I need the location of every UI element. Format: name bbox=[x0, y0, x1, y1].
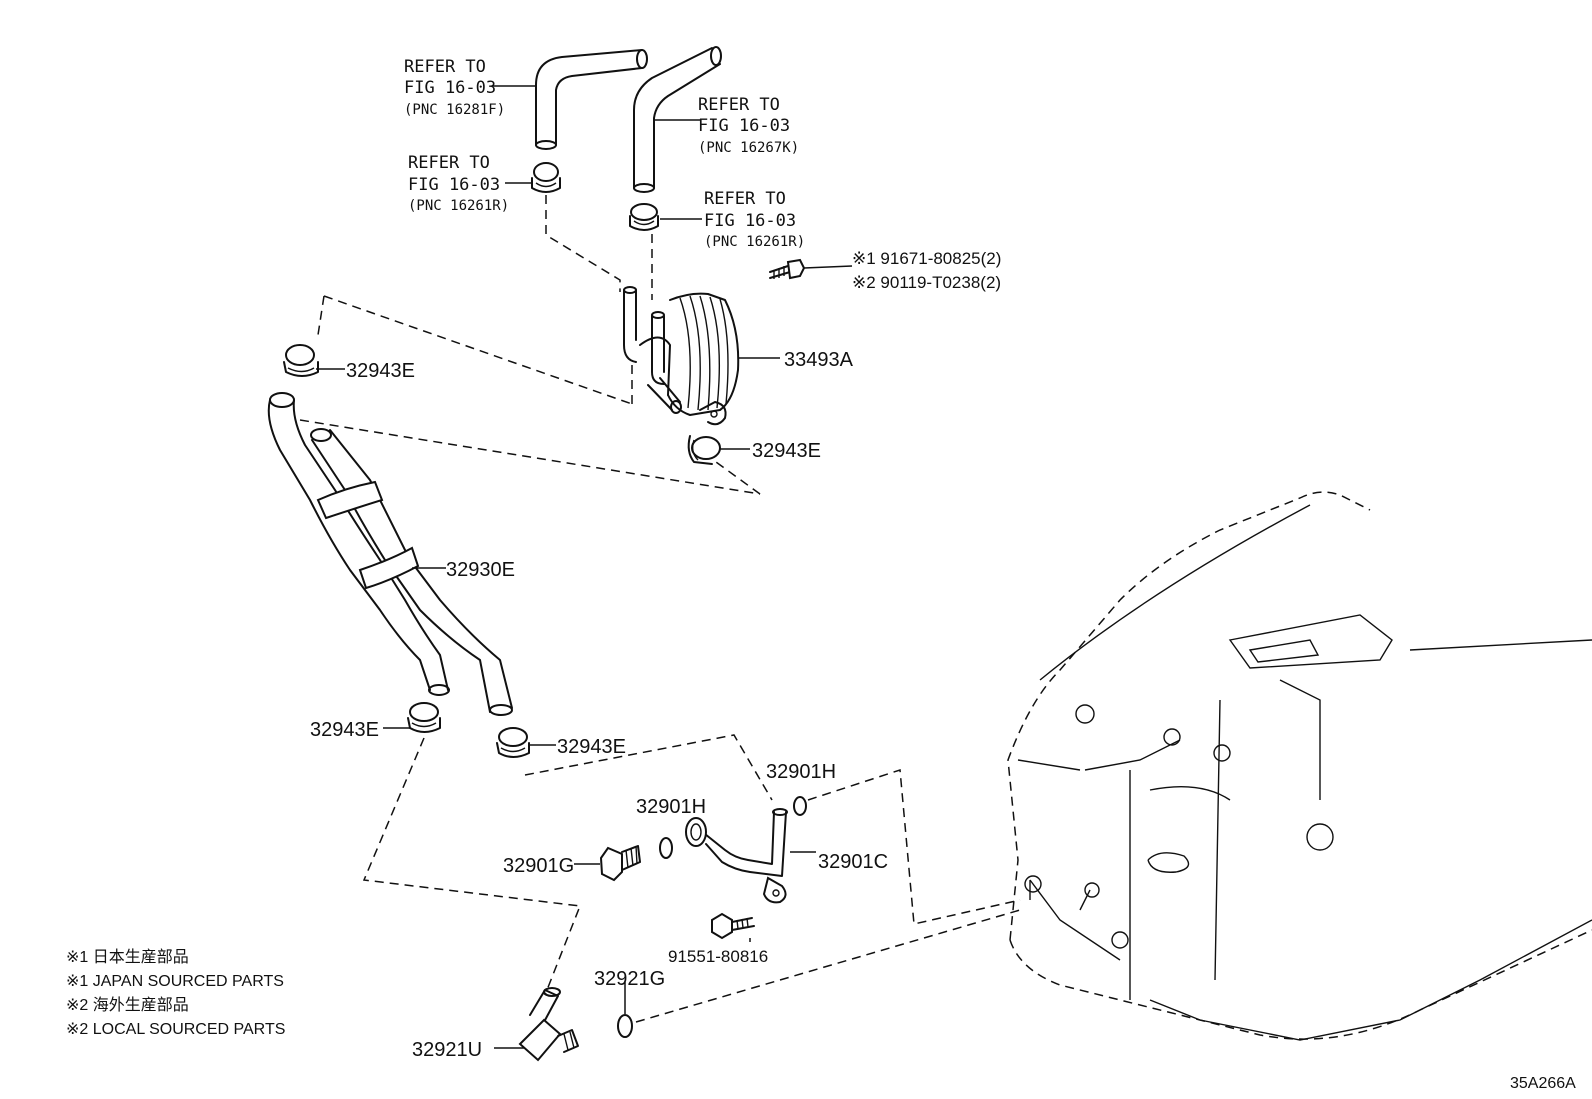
part-number-clamp-upper-left[interactable]: 32943E bbox=[346, 360, 415, 382]
svg-text:(PNC 16261R): (PNC 16261R) bbox=[408, 198, 509, 214]
clamp-upper-left[interactable] bbox=[283, 344, 319, 377]
part-number-gasket-upper[interactable]: 32901H bbox=[766, 761, 836, 783]
part-number-hose[interactable]: 32930E bbox=[446, 559, 515, 581]
svg-text:※1 91671-80825(2): ※1 91671-80825(2) bbox=[852, 249, 1001, 268]
svg-text:(PNC 16281F): (PNC 16281F) bbox=[404, 102, 505, 118]
svg-text:FIG 16-03: FIG 16-03 bbox=[704, 211, 796, 231]
svg-text:FIG 16-03: FIG 16-03 bbox=[404, 78, 496, 98]
part-number-clamp-lower-left[interactable]: 32943E bbox=[310, 719, 379, 741]
reference-label-2: REFER TO FIG 16-03 (PNC 16267K) bbox=[698, 95, 799, 156]
svg-text:※2 90119-T0238(2): ※2 90119-T0238(2) bbox=[852, 273, 1001, 292]
gasket-mid[interactable] bbox=[659, 837, 673, 859]
svg-text:REFER TO: REFER TO bbox=[408, 153, 490, 173]
transmission-case bbox=[1007, 491, 1592, 1041]
union-bolt[interactable] bbox=[599, 845, 641, 882]
part-number-pipe[interactable]: 32901C bbox=[818, 851, 888, 873]
part-number-o-ring[interactable]: 32921G bbox=[594, 968, 665, 990]
note-line: ※2 LOCAL SOURCED PARTS bbox=[66, 1021, 285, 1038]
connection-lines bbox=[299, 195, 1021, 1023]
svg-text:REFER TO: REFER TO bbox=[704, 189, 786, 209]
reference-label-4: REFER TO FIG 16-03 (PNC 16261R) bbox=[704, 189, 805, 250]
flange-bolt[interactable] bbox=[711, 912, 755, 940]
clamp-upper-right[interactable] bbox=[687, 435, 721, 465]
hose-assembly[interactable] bbox=[267, 392, 513, 716]
reference-label-3: REFER TO FIG 16-03 (PNC 16261R) bbox=[408, 153, 509, 214]
part-number-clamp-upper-right[interactable]: 32943E bbox=[752, 440, 821, 462]
part-number-cooler[interactable]: 33493A bbox=[784, 349, 854, 371]
part-number-union[interactable]: 32921U bbox=[412, 1039, 482, 1061]
clamp-lower-mid[interactable] bbox=[496, 727, 530, 758]
diagram-code: 35A266A bbox=[1510, 1075, 1576, 1092]
clamp-lower-left[interactable] bbox=[407, 702, 441, 733]
note-line: ※2 海外生産部品 bbox=[66, 996, 189, 1014]
svg-text:(PNC 16267K): (PNC 16267K) bbox=[698, 140, 799, 156]
ref-clamp-left[interactable] bbox=[531, 162, 561, 193]
part-number-clamp-lower-mid[interactable]: 32943E bbox=[557, 736, 626, 758]
svg-text:(PNC 16261R): (PNC 16261R) bbox=[704, 234, 805, 250]
reference-label-1: REFER TO FIG 16-03 (PNC 16281F) bbox=[404, 57, 505, 118]
svg-text:REFER TO: REFER TO bbox=[404, 57, 486, 77]
notes-legend: ※1 日本生産部品 ※1 JAPAN SOURCED PARTS ※2 海外生産… bbox=[66, 948, 285, 1038]
pipe[interactable] bbox=[685, 808, 788, 904]
upper-hose-left[interactable] bbox=[535, 49, 648, 150]
oil-cooler[interactable] bbox=[623, 286, 740, 426]
union-fitting[interactable] bbox=[518, 987, 579, 1062]
upper-hose-right[interactable] bbox=[633, 46, 722, 193]
svg-text:REFER TO: REFER TO bbox=[698, 95, 780, 115]
part-number-union-bolt[interactable]: 32901G bbox=[503, 855, 574, 877]
o-ring[interactable] bbox=[617, 1014, 633, 1038]
svg-text:FIG 16-03: FIG 16-03 bbox=[698, 116, 790, 136]
leader-lines bbox=[316, 85, 853, 1049]
note-line: ※1 JAPAN SOURCED PARTS bbox=[66, 973, 284, 990]
part-number-flange-bolt[interactable]: 91551-80816 bbox=[668, 947, 768, 966]
svg-text:FIG 16-03: FIG 16-03 bbox=[408, 175, 500, 195]
part-number-gasket-mid[interactable]: 32901H bbox=[636, 796, 706, 818]
cooler-bolt[interactable] bbox=[769, 258, 806, 280]
ref-clamp-right[interactable] bbox=[629, 203, 659, 231]
gasket-upper[interactable] bbox=[793, 796, 807, 816]
bolt-callout: ※1 91671-80825(2) ※2 90119-T0238(2) bbox=[852, 249, 1001, 292]
note-line: ※1 日本生産部品 bbox=[66, 948, 189, 966]
